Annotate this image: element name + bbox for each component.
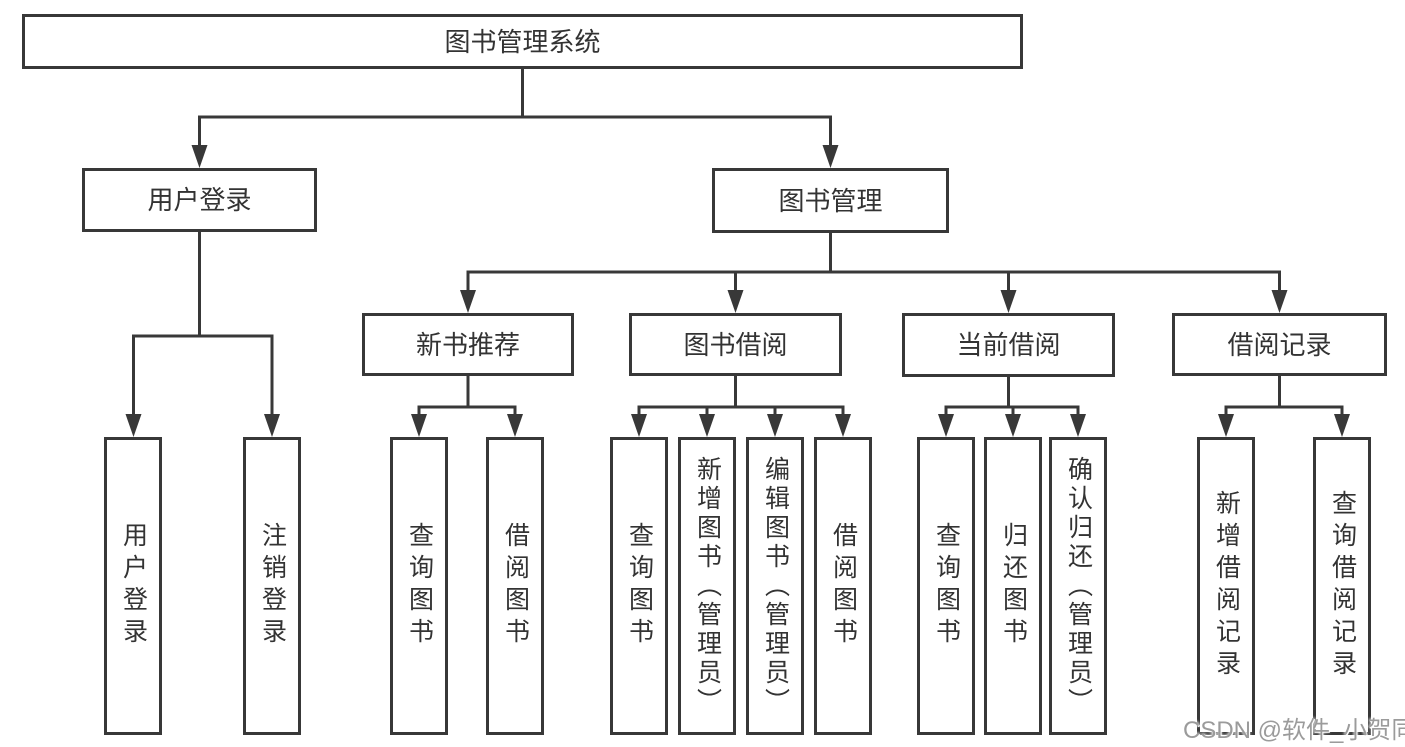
- node-current-borrowing: 当前借阅: [902, 313, 1115, 377]
- node-book-borrowing: 图书借阅: [629, 313, 842, 376]
- leaf-current-confirm-return-admin-label: 确认归还（管理员）: [1064, 455, 1093, 717]
- leaf-borrowing-query-books: 查询图书: [610, 437, 668, 735]
- node-root: 图书管理系统: [22, 14, 1023, 69]
- leaf-records-query-record-label: 查询借阅记录: [1328, 490, 1357, 682]
- node-user-login: 用户登录: [82, 168, 317, 232]
- node-borrow-records: 借阅记录: [1172, 313, 1387, 376]
- node-current-borrowing-label: 当前借阅: [956, 330, 1061, 360]
- leaf-borrowing-edit-books-admin-label: 编辑图书（管理员）: [761, 455, 790, 717]
- node-root-label: 图书管理系统: [444, 26, 601, 57]
- node-book-management-label: 图书管理: [778, 185, 883, 216]
- leaf-user-login: 用户登录: [104, 437, 162, 735]
- leaf-newbooks-borrow-books: 借阅图书: [486, 437, 544, 735]
- node-new-book-recommend: 新书推荐: [362, 313, 574, 376]
- leaf-borrowing-add-books-admin: 新增图书（管理员）: [678, 437, 736, 735]
- leaf-current-return-books: 归还图书: [984, 437, 1042, 735]
- leaf-borrowing-add-books-admin-label: 新增图书（管理员）: [693, 455, 722, 717]
- node-book-management: 图书管理: [712, 168, 949, 233]
- leaf-current-return-books-label: 归还图书: [999, 522, 1028, 650]
- leaf-borrowing-edit-books-admin: 编辑图书（管理员）: [746, 437, 804, 735]
- node-new-book-recommend-label: 新书推荐: [415, 329, 520, 360]
- leaf-logout-label: 注销登录: [258, 522, 287, 650]
- leaf-user-login-label: 用户登录: [119, 522, 148, 650]
- leaf-borrowing-borrow-books: 借阅图书: [814, 437, 872, 735]
- leaf-records-add-record: 新增借阅记录: [1197, 437, 1255, 735]
- leaf-logout: 注销登录: [243, 437, 301, 735]
- leaf-records-query-record: 查询借阅记录: [1313, 437, 1371, 735]
- node-borrow-records-label: 借阅记录: [1227, 329, 1332, 360]
- leaf-current-confirm-return-admin: 确认归还（管理员）: [1049, 437, 1107, 735]
- leaf-current-query-books-label: 查询图书: [932, 522, 961, 650]
- leaf-borrowing-borrow-books-label: 借阅图书: [829, 522, 858, 650]
- leaf-newbooks-borrow-books-label: 借阅图书: [501, 522, 530, 650]
- leaf-borrowing-query-books-label: 查询图书: [625, 522, 654, 650]
- node-user-login-label: 用户登录: [147, 185, 252, 215]
- csdn-watermark: CSDN @软件_小贺同学: [1183, 717, 1405, 744]
- leaf-newbooks-query-books-label: 查询图书: [405, 522, 434, 650]
- leaf-records-add-record-label: 新增借阅记录: [1212, 490, 1241, 682]
- leaf-current-query-books: 查询图书: [917, 437, 975, 735]
- leaf-newbooks-query-books: 查询图书: [390, 437, 448, 735]
- node-book-borrowing-label: 图书借阅: [683, 329, 788, 360]
